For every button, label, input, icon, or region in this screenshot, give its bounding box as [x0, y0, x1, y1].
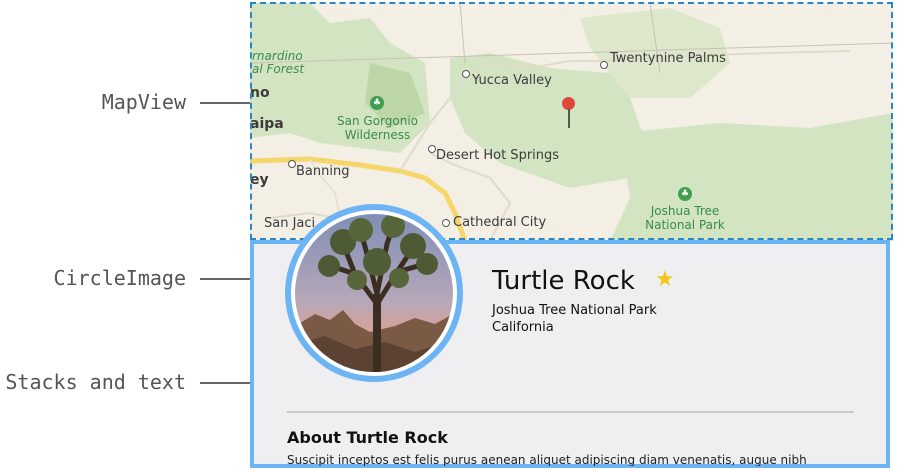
- map-label-joshua-tree: Joshua Tree National Park: [635, 204, 735, 232]
- san-gorgonio-line-2: Wilderness: [344, 128, 411, 142]
- about-body-text: Suscipit inceptos est felis purus aenean…: [287, 453, 807, 466]
- map-label-yucca-valley: Yucca Valley: [472, 73, 552, 88]
- map-label-bernardino: rnardino: [252, 49, 303, 63]
- map-view[interactable]: rnardino al Forest no aipa ey San Jaci Y…: [250, 3, 893, 241]
- map-label-twentynine-palms: Twentynine Palms: [610, 51, 726, 66]
- cathedral-city-marker: [442, 219, 450, 227]
- stacks-label: Stacks and text: [5, 370, 186, 394]
- joshua-tree-line-1: Joshua Tree: [650, 204, 720, 218]
- circle-image: [285, 204, 463, 382]
- map-label-aipa: aipa: [250, 116, 284, 132]
- stacks-leader-line: [200, 382, 272, 384]
- map-label-cathedral-city: Cathedral City: [453, 215, 547, 230]
- map-label-ey: ey: [250, 172, 269, 188]
- map-label-san-gorgonio: San Gorgonio Wilderness: [330, 114, 425, 142]
- location-pin-icon[interactable]: [562, 97, 576, 131]
- banning-marker: [288, 160, 296, 168]
- divider: [287, 411, 854, 413]
- map-label-san-jac: San Jaci: [264, 216, 316, 231]
- map-label-desert-hot-springs: Desert Hot Springs: [436, 148, 560, 163]
- state-name: California: [492, 320, 554, 335]
- circleimage-leader-line: [200, 278, 298, 280]
- about-heading: About Turtle Rock: [287, 428, 448, 447]
- park-icon-san-gorgonio: ♣: [370, 96, 384, 110]
- map-label-banning: Banning: [296, 164, 350, 179]
- circleimage-label: CircleImage: [53, 266, 186, 290]
- twentynine-palms-marker: [600, 61, 608, 69]
- mapview-label: MapView: [101, 90, 186, 114]
- joshua-tree-illustration: [295, 214, 453, 372]
- san-gorgonio-line-1: San Gorgonio: [337, 114, 418, 128]
- map-label-forest: al Forest: [252, 62, 305, 76]
- pin-head: [562, 97, 575, 110]
- joshua-tree-photo: [295, 214, 453, 372]
- map-terrain: [250, 3, 893, 241]
- yucca-valley-marker: [462, 70, 470, 78]
- favorite-star-icon[interactable]: ★: [655, 267, 675, 292]
- joshua-tree-line-2: National Park: [645, 218, 725, 232]
- landmark-title: Turtle Rock: [492, 266, 635, 296]
- pin-stem: [568, 109, 570, 128]
- circle-image-white-ring: [291, 210, 457, 376]
- desert-hot-springs-marker: [428, 145, 436, 153]
- map-label-ino: no: [250, 85, 270, 101]
- park-icon-joshua-tree: ♣: [678, 187, 692, 201]
- park-name: Joshua Tree National Park: [492, 303, 657, 318]
